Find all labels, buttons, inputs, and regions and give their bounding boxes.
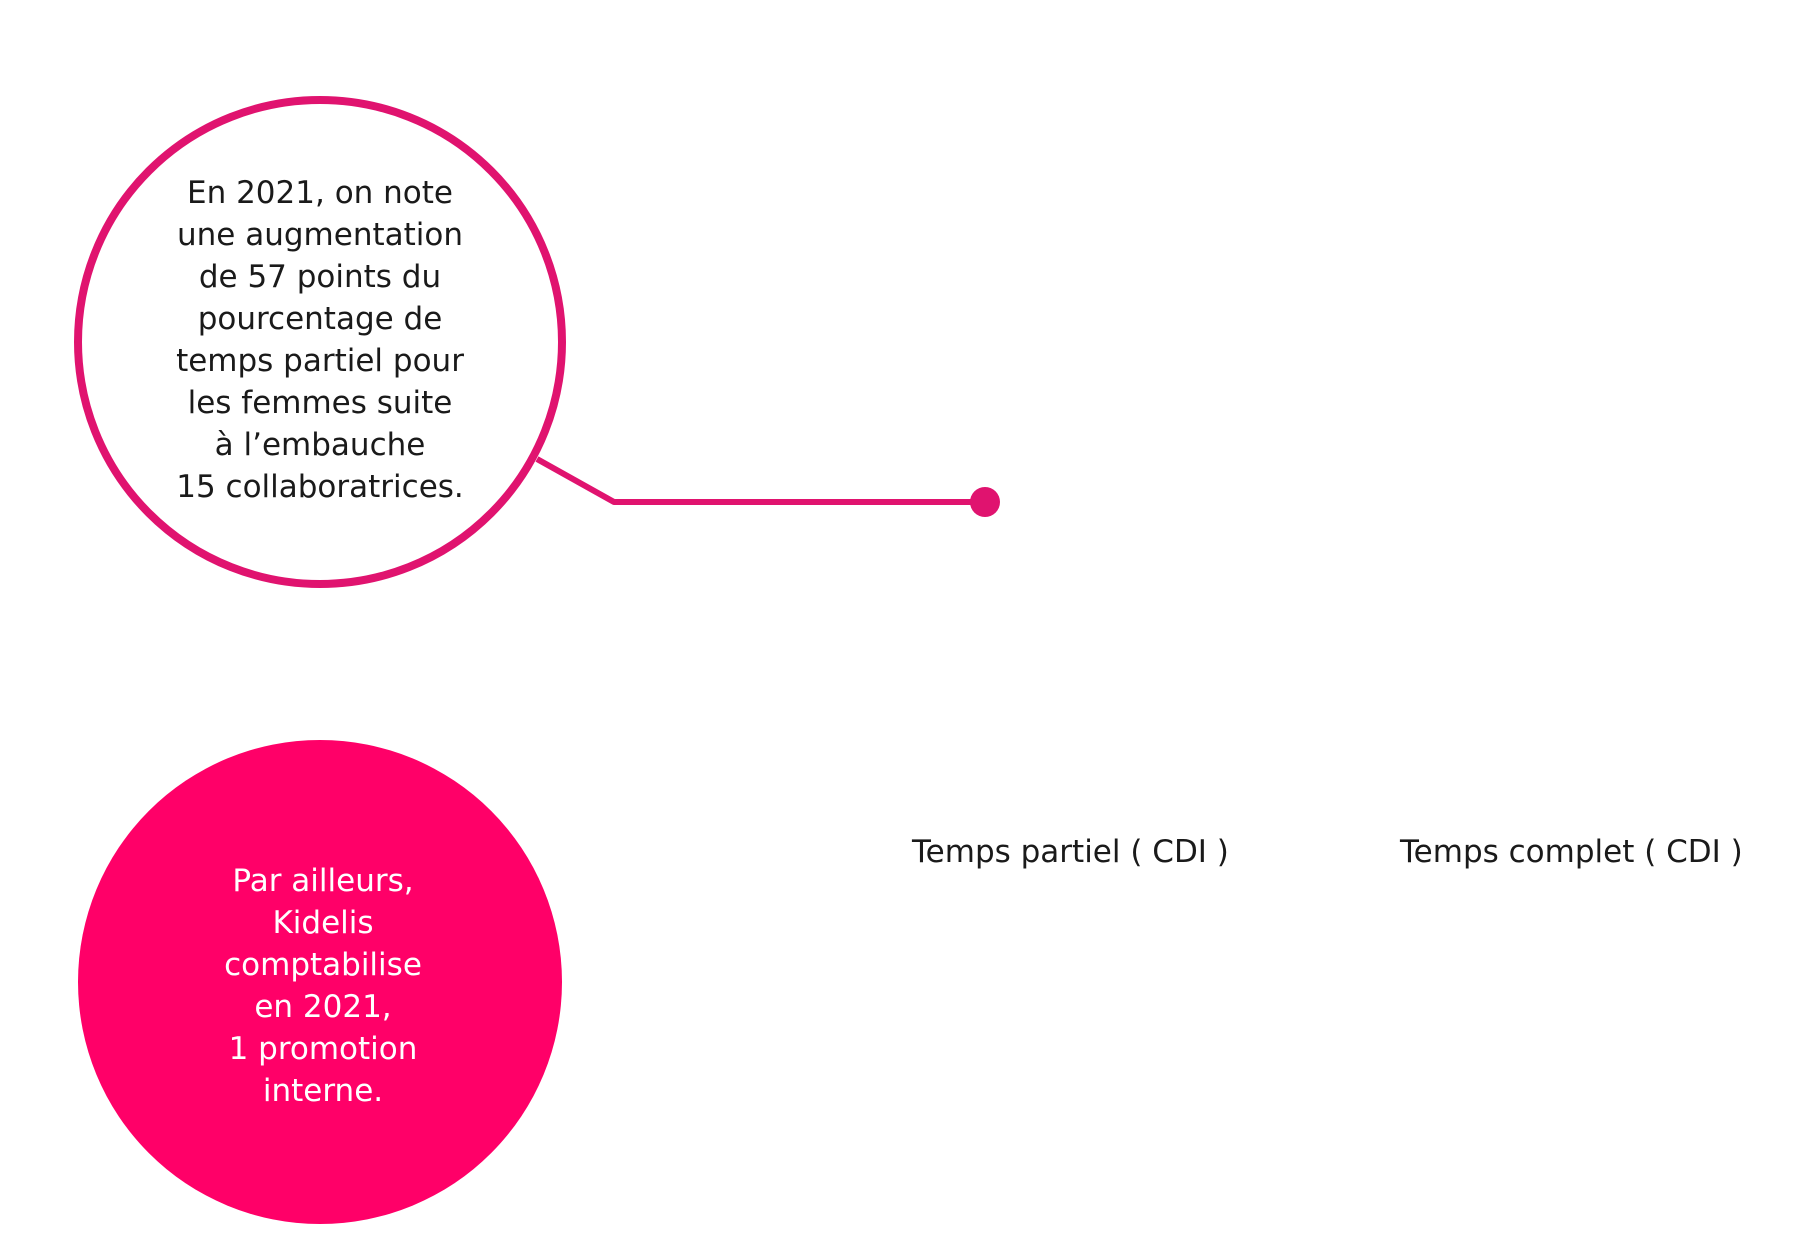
promotion-circle [78,740,562,1224]
callout-circle [74,96,566,588]
callout-connector-line [535,456,985,505]
connector-end-dot [970,487,1000,517]
category-label-temps-partiel: Temps partiel ( CDI ) [912,834,1229,870]
callout-text: En 2021, on note une augmentation de 57 … [176,175,464,505]
promotion-text: Par ailleurs, Kidelis comptabilise en 20… [224,863,422,1109]
category-label-temps-complet: Temps complet ( CDI ) [1400,834,1743,870]
